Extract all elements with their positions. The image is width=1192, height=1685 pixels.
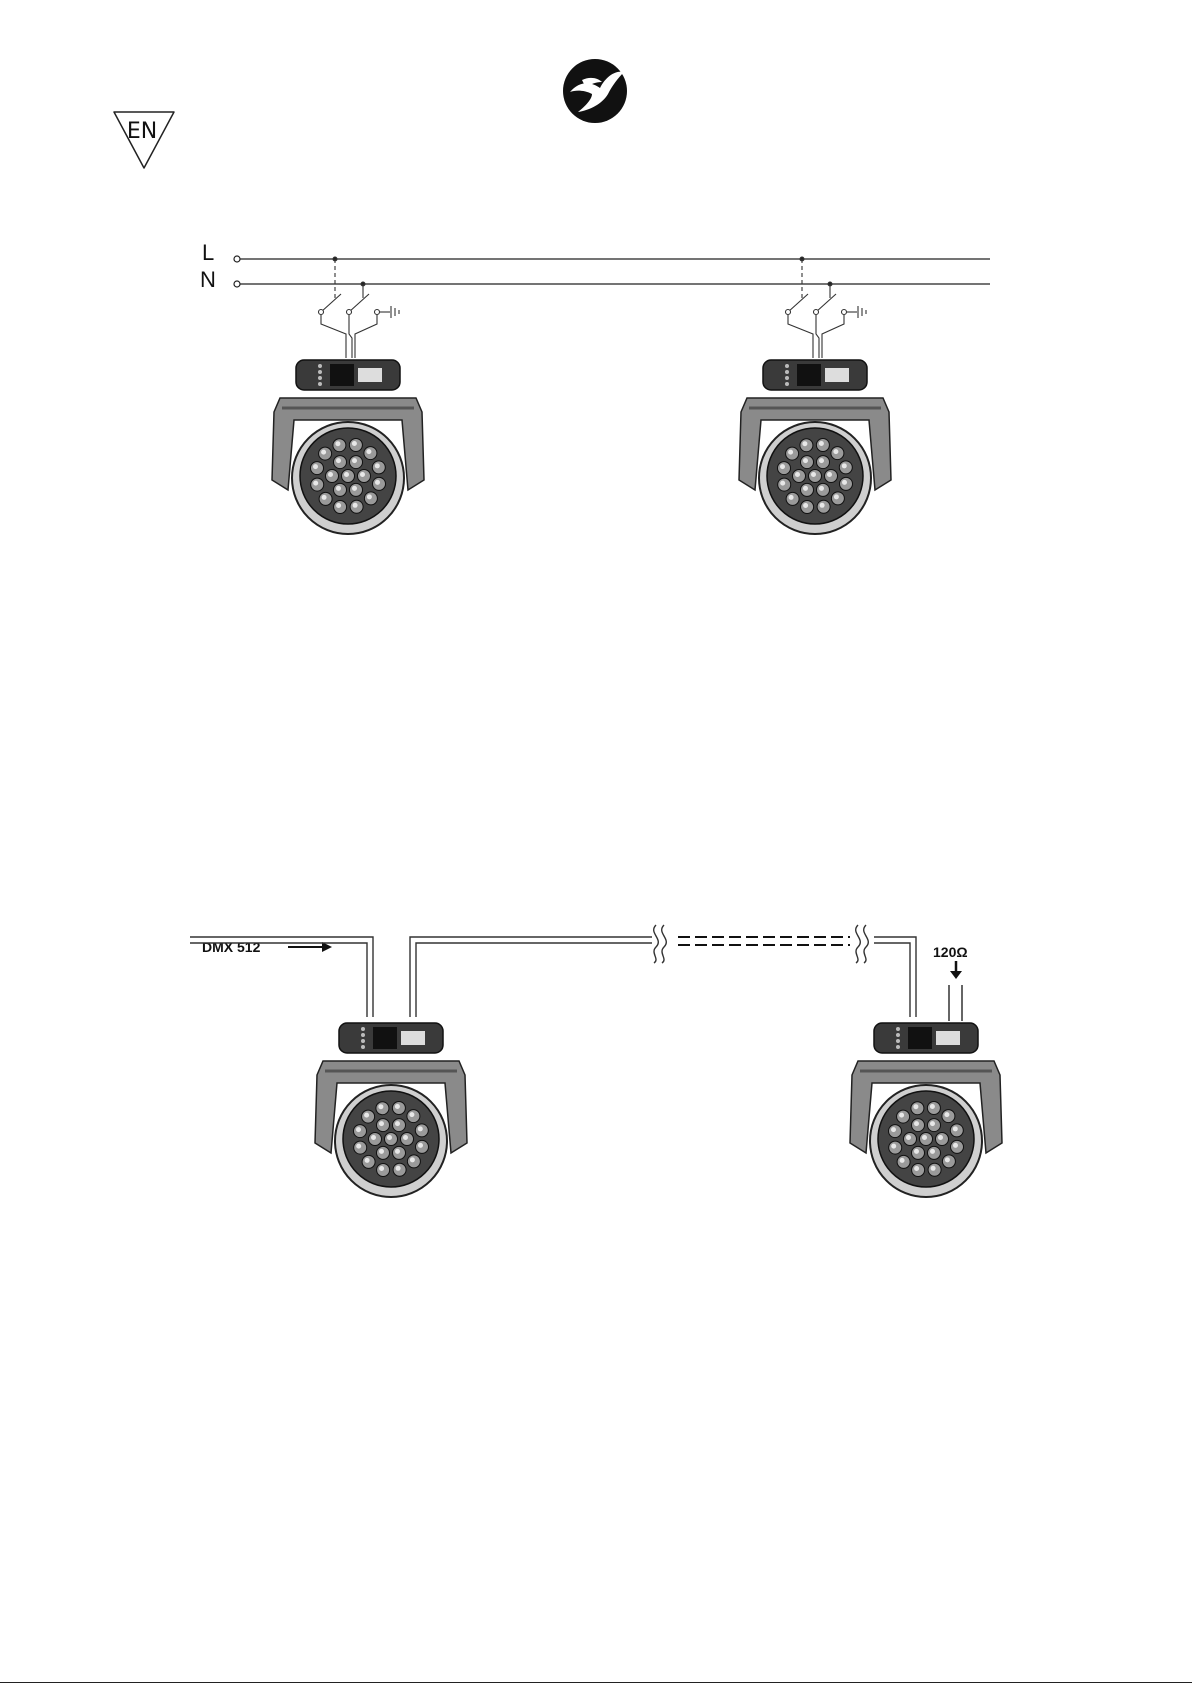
footer-rule bbox=[0, 1682, 1192, 1683]
dmx-chain-svg: DMX 512 120Ω bbox=[190, 905, 1010, 1205]
language-code: EN bbox=[112, 119, 172, 144]
ground-symbol-icon bbox=[380, 306, 399, 318]
dmx-chain-diagram: DMX 512 120Ω bbox=[190, 905, 1010, 1205]
moving-head-fixture-icon bbox=[739, 360, 891, 534]
terminator-arrow bbox=[949, 961, 962, 1021]
power-feed-1 bbox=[319, 257, 400, 358]
neutral-label: N bbox=[200, 267, 216, 292]
line-label: L bbox=[202, 240, 214, 265]
moving-head-fixture-icon bbox=[272, 360, 424, 534]
moving-head-fixture-icon bbox=[315, 1023, 467, 1197]
bird-logo-icon bbox=[562, 58, 628, 124]
ground-symbol-icon bbox=[847, 306, 866, 318]
power-wiring-svg: L N bbox=[190, 240, 1000, 540]
power-wiring-diagram: L N bbox=[190, 240, 1000, 540]
moving-head-fixture-icon bbox=[850, 1023, 1002, 1197]
terminator-label: 120Ω bbox=[933, 944, 968, 960]
language-badge: EN bbox=[112, 110, 178, 170]
dmx-cable bbox=[190, 925, 916, 1017]
supply-lines bbox=[234, 256, 990, 287]
dmx-input-label: DMX 512 bbox=[202, 939, 261, 955]
power-feed-2 bbox=[786, 257, 867, 358]
